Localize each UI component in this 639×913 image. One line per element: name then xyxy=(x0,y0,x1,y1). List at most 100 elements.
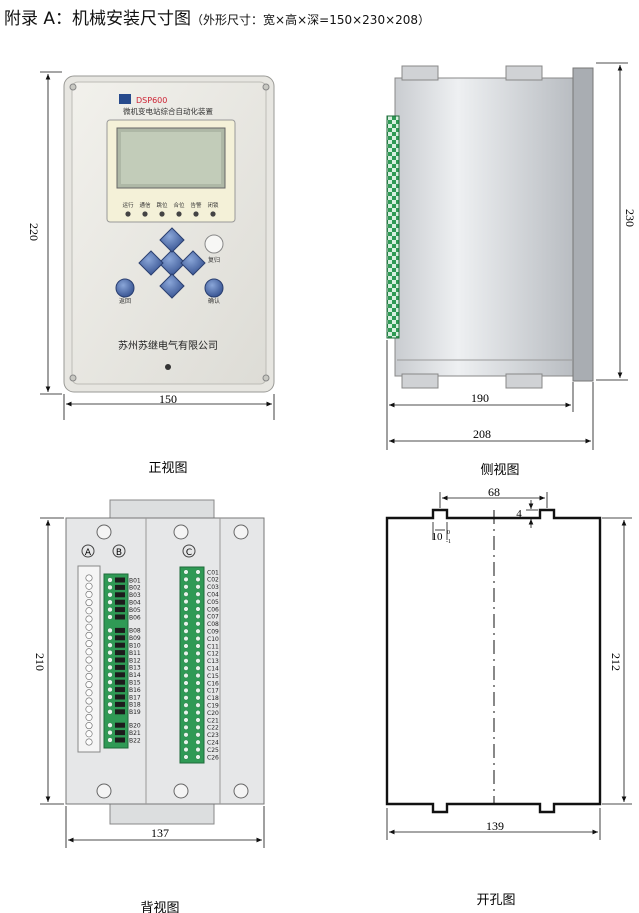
c-terminal-label: C26 xyxy=(207,754,219,761)
c-terminal-label: C05 xyxy=(207,599,219,606)
terminal-screw-icon xyxy=(183,606,189,612)
screw-icon xyxy=(262,83,270,91)
b-terminal-label: B17 xyxy=(129,694,141,701)
screw-icon xyxy=(69,83,77,91)
terminal-screw-icon xyxy=(107,686,113,693)
terminal-slot xyxy=(115,635,125,641)
front-view-caption: 正视图 xyxy=(148,461,187,476)
screw-icon xyxy=(233,524,249,540)
terminal-screw-icon xyxy=(85,689,93,697)
terminal-screw-icon xyxy=(107,722,113,728)
indicator-label: 通信 xyxy=(139,201,151,209)
terminal-block-strip xyxy=(386,115,400,339)
b-terminal-label: B05 xyxy=(129,607,141,614)
b-terminal-label: B10 xyxy=(129,643,141,650)
b-terminal-label: B22 xyxy=(129,737,141,744)
col-b-label: B xyxy=(116,548,122,558)
cutout-notch-width-dim: 10 xyxy=(432,531,444,543)
terminal-slot xyxy=(115,607,125,613)
terminal-screw-icon xyxy=(183,658,189,664)
terminal-screw-icon xyxy=(195,658,201,664)
terminal-screw-icon xyxy=(183,702,189,708)
terminal-slot xyxy=(115,657,125,663)
front-panel-edge xyxy=(572,67,594,382)
terminal-screw-icon xyxy=(195,747,201,753)
c-terminal-label: C12 xyxy=(207,651,219,658)
arrow-up-button[interactable] xyxy=(159,227,185,253)
company-logo xyxy=(119,94,131,104)
b-terminal-label: B01 xyxy=(129,577,141,584)
terminal-screw-icon xyxy=(195,569,201,575)
terminal-slot xyxy=(115,577,125,583)
terminal-screw-icon xyxy=(85,574,93,582)
terminal-screw-icon xyxy=(195,724,201,730)
terminal-screw-icon xyxy=(183,636,189,642)
b-terminal-label: B06 xyxy=(129,614,141,621)
c-terminal-label: C19 xyxy=(207,703,219,710)
c-terminal-label: C17 xyxy=(207,688,219,695)
screw-icon xyxy=(173,524,189,540)
terminal-screw-icon xyxy=(195,710,201,716)
front-height-dim: 220 xyxy=(27,223,41,241)
screw-icon xyxy=(262,374,270,382)
b-terminal-label: B14 xyxy=(129,672,141,679)
screw-icon xyxy=(96,524,112,540)
front-width-dim: 150 xyxy=(159,392,177,406)
arrow-right-button[interactable] xyxy=(180,250,206,276)
terminal-slot xyxy=(115,737,125,743)
terminal-screw-icon xyxy=(107,642,113,648)
terminal-screw-icon xyxy=(85,599,93,607)
terminal-screw-icon xyxy=(85,607,93,615)
terminal-screw-icon xyxy=(85,722,93,730)
terminal-screw-icon xyxy=(195,606,201,612)
lcd-area xyxy=(121,132,221,184)
indicator-label: 运行 xyxy=(122,201,134,209)
cutout-view-caption: 开孔图 xyxy=(476,893,515,908)
terminal-screw-icon xyxy=(107,709,113,715)
side-height-dim: 230 xyxy=(623,209,637,227)
arrow-down-button[interactable] xyxy=(159,273,185,299)
terminal-slot xyxy=(115,672,125,678)
terminal-screw-icon xyxy=(183,739,189,745)
terminal-screw-icon xyxy=(107,599,113,605)
side-view xyxy=(386,65,594,389)
company-name: 苏州苏继电气有限公司 xyxy=(118,339,218,352)
terminal-slot xyxy=(115,627,125,633)
c-terminal-label: C24 xyxy=(207,740,219,747)
indicator-led-icon xyxy=(125,211,131,217)
screw-icon xyxy=(69,374,77,382)
terminal-slot xyxy=(115,709,125,715)
terminal-screw-icon xyxy=(85,656,93,664)
terminal-screw-icon xyxy=(85,664,93,672)
cutout-width-dim: 139 xyxy=(486,819,504,833)
col-a-circle xyxy=(81,544,95,558)
bottom-mount-bracket xyxy=(109,801,215,825)
confirm-button[interactable] xyxy=(204,278,224,298)
terminal-slot xyxy=(115,722,125,728)
terminal-screw-icon xyxy=(183,717,189,723)
terminal-screw-icon xyxy=(183,591,189,597)
indicator-hole-icon xyxy=(165,364,171,370)
terminal-screw-icon xyxy=(195,650,201,656)
col-b-circle xyxy=(112,544,126,558)
col-c-circle xyxy=(182,544,196,558)
col-a-label: A xyxy=(85,548,92,558)
terminal-screw-icon xyxy=(195,673,201,679)
terminal-screw-icon xyxy=(107,635,113,641)
reset-button[interactable] xyxy=(204,234,224,254)
terminal-slot xyxy=(115,614,125,620)
b-terminal-label: B03 xyxy=(129,592,141,599)
c-terminal-label: C10 xyxy=(207,636,219,643)
c-terminal-label: C09 xyxy=(207,629,219,636)
terminal-screw-icon xyxy=(195,695,201,701)
terminal-screw-icon xyxy=(107,729,113,736)
arrow-left-button[interactable] xyxy=(138,250,164,276)
terminal-screw-icon xyxy=(195,613,201,619)
return-button[interactable] xyxy=(115,278,135,298)
direction-pad[interactable] xyxy=(138,227,206,299)
indicator-label: 闭锁 xyxy=(207,201,219,209)
c-terminal-label: C21 xyxy=(207,717,219,724)
indicator-row: 运行通信跳位合位告警闭锁 xyxy=(122,201,219,217)
terminal-screw-icon xyxy=(85,738,93,746)
terminal-screw-icon xyxy=(107,664,113,671)
